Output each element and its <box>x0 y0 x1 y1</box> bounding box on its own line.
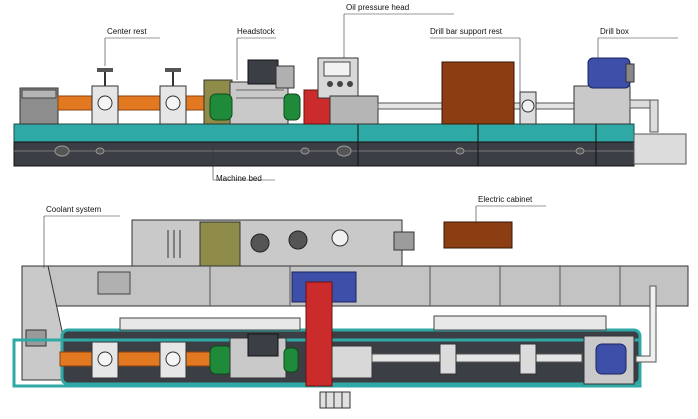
oil-head-plan <box>305 281 333 387</box>
machine-bed-base <box>13 141 635 167</box>
label-machine-bed: Machine bed <box>216 174 262 183</box>
center-rest-1 <box>91 68 119 125</box>
drill-bar-support-rest <box>519 91 537 125</box>
machine-bed-end-block <box>633 133 687 165</box>
oil-pressure-head <box>303 57 379 125</box>
label-center-rest: Center rest <box>107 27 147 36</box>
label-headstock: Headstock <box>237 27 275 36</box>
bottom-leaders <box>43 205 546 268</box>
drill-box <box>573 57 659 133</box>
label-coolant-system: Coolant system <box>46 205 102 214</box>
drill-bar-plan <box>371 353 583 363</box>
label-drill-box: Drill box <box>600 27 629 36</box>
elevation-view <box>13 13 687 181</box>
headstock <box>203 59 301 125</box>
center-rest-plan-1 <box>91 341 119 379</box>
label-drill-bar-support-rest: Drill bar support rest <box>430 27 503 36</box>
electric-cabinet-elevation <box>441 61 515 125</box>
machine-bed-top-rail <box>13 123 635 143</box>
center-rest-2 <box>159 68 187 125</box>
center-rest-plan-2 <box>159 341 187 379</box>
workpiece-tube-plan <box>59 351 225 367</box>
label-electric-cabinet: Electric cabinet <box>478 195 533 204</box>
plan-view <box>12 205 689 409</box>
label-oil-pressure-head: Oil pressure head <box>346 3 410 12</box>
electric-cabinet-plan <box>443 221 513 249</box>
top-leaders <box>104 13 678 181</box>
